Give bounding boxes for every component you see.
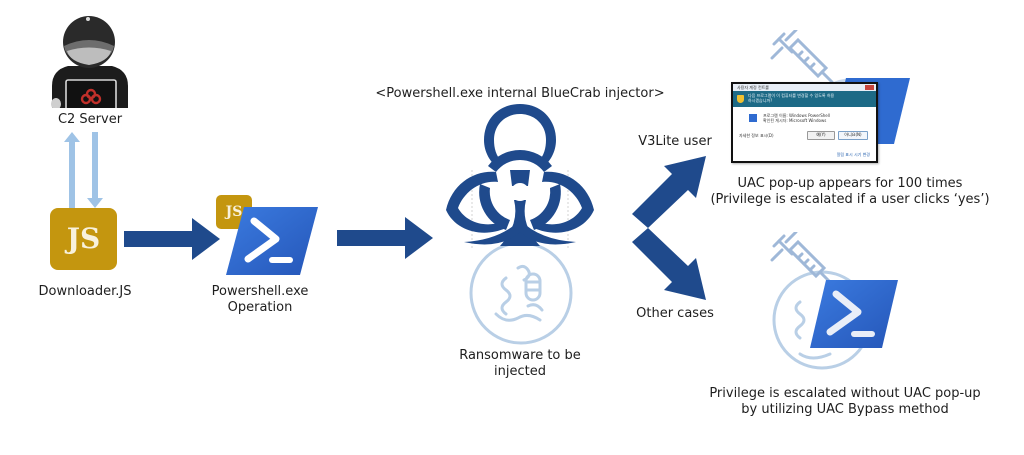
downloader-js-icon: JS	[50, 208, 117, 270]
syringe-icon	[770, 30, 834, 84]
other-cases-branch-label: Other cases	[636, 306, 714, 321]
ransomware-bacteria-icon	[469, 241, 573, 345]
uac-dialog-titlebar: 사용자 계정 컨트롤	[733, 84, 876, 91]
uac-no-button[interactable]: 아니요(N)	[838, 131, 868, 140]
uac-bypass-icon	[770, 232, 898, 370]
powershell-icon	[226, 207, 318, 275]
uac-details-toggle[interactable]: 자세한 정보 표시(D)	[739, 133, 774, 138]
powershell-op-label: Powershell.exe Operation	[211, 284, 309, 315]
hacker-icon	[51, 16, 128, 108]
other-cases-caption: Privilege is escalated without UAC pop-u…	[709, 386, 981, 417]
downloader-label: Downloader.JS	[38, 284, 132, 299]
uac-question-banner: 다음 프로그램이 이 컴퓨터를 변경할 수 있도록 허용 하시겠습니까?	[733, 91, 876, 107]
branch-arrow-down	[632, 228, 706, 300]
c2-server-label: C2 Server	[57, 112, 123, 127]
c2-exchange-arrows	[64, 132, 103, 212]
flow-arrow-1	[124, 218, 220, 260]
uac-dialog: 사용자 계정 컨트롤 다음 프로그램이 이 컴퓨터를 변경할 수 있도록 허용 …	[731, 82, 878, 163]
branch-arrow-up	[632, 156, 706, 228]
biohazard-icon	[446, 104, 594, 250]
syringe-icon-2	[770, 232, 832, 284]
download-arrow	[87, 132, 103, 208]
uac-close-button[interactable]	[865, 85, 874, 90]
injector-title: <Powershell.exe internal BlueCrab inject…	[375, 86, 665, 101]
v3lite-caption: UAC pop-up appears for 100 times (Privil…	[710, 176, 990, 207]
flow-arrow-2	[337, 217, 433, 259]
uac-settings-link[interactable]: 알림 표시 시기 변경	[836, 152, 870, 157]
upload-arrow	[64, 132, 80, 212]
uac-yes-button[interactable]: 예(Y)	[807, 131, 835, 140]
uac-program-icon	[749, 114, 757, 122]
c2-server-node	[40, 8, 140, 108]
ransomware-label: Ransomware to be injected	[459, 348, 581, 379]
v3lite-branch-label: V3Lite user	[638, 134, 712, 149]
biohazard-red-icon	[80, 88, 102, 105]
uac-shield-icon	[737, 95, 744, 103]
